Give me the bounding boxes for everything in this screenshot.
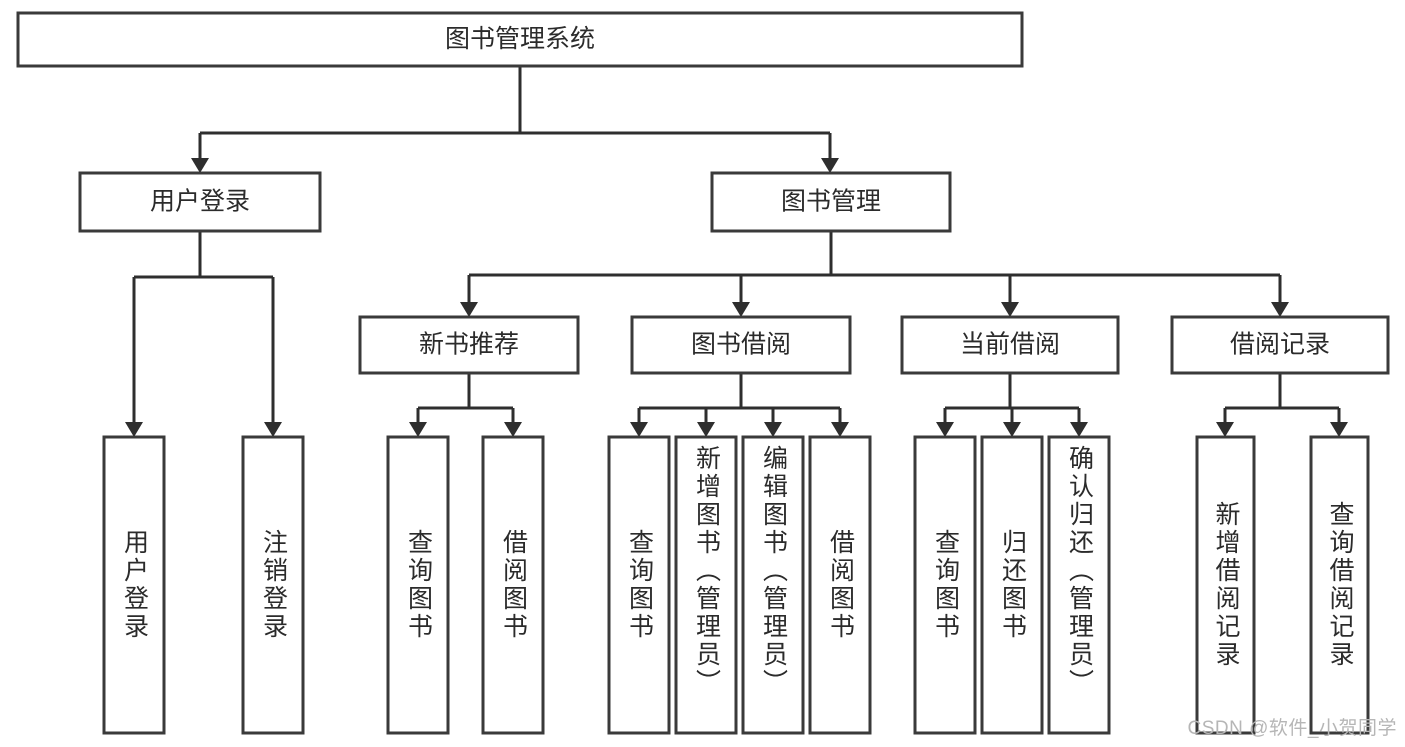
connectors-layer bbox=[125, 66, 1348, 437]
conn-borrow-record-bus-arrow-0 bbox=[1216, 422, 1234, 437]
node-label-book-manage: 图书管理 bbox=[781, 188, 881, 216]
conn-book-borrow-bus-arrow-3 bbox=[831, 422, 849, 437]
conn-user-login-bus-arrow-0 bbox=[125, 422, 143, 437]
node-box-book-borrow[interactable] bbox=[630, 315, 852, 375]
conn-book-manage-bus-arrow-3 bbox=[1271, 302, 1289, 317]
node-box-book-manage[interactable] bbox=[710, 171, 952, 233]
conn-root-bus-arrow-0 bbox=[191, 158, 209, 173]
conn-user-login-bus bbox=[132, 231, 275, 424]
node-box-leaf-query-record[interactable] bbox=[1309, 435, 1370, 735]
node-box-new-book-recommend[interactable] bbox=[358, 315, 580, 375]
conn-root-bus bbox=[198, 66, 832, 160]
conn-book-borrow-bus-arrow-2 bbox=[764, 422, 782, 437]
node-box-leaf-logout[interactable] bbox=[241, 435, 305, 735]
conn-book-borrow-bus bbox=[637, 373, 842, 424]
conn-borrow-record-bus bbox=[1223, 373, 1341, 424]
node-label-user-login: 用户登录 bbox=[150, 188, 250, 216]
conn-current-borrow-bus-arrow-2 bbox=[1070, 422, 1088, 437]
node-box-leaf-borrow-book-1[interactable] bbox=[481, 435, 545, 735]
node-label-new-book-recommend: 新书推荐 bbox=[419, 331, 519, 359]
node-box-current-borrow[interactable] bbox=[900, 315, 1120, 375]
node-box-leaf-borrow-book-2[interactable] bbox=[808, 435, 872, 735]
conn-book-manage-bus bbox=[467, 231, 1282, 304]
node-box-leaf-user-login[interactable] bbox=[102, 435, 166, 735]
conn-borrow-record-bus-arrow-1 bbox=[1330, 422, 1348, 437]
node-label-current-borrow: 当前借阅 bbox=[960, 331, 1060, 359]
conn-current-borrow-bus-arrow-0 bbox=[936, 422, 954, 437]
node-label-borrow-record: 借阅记录 bbox=[1230, 331, 1330, 359]
node-box-leaf-query-book-1[interactable] bbox=[386, 435, 450, 735]
conn-new-book-bus-arrow-1 bbox=[504, 422, 522, 437]
conn-book-borrow-bus-arrow-1 bbox=[697, 422, 715, 437]
node-box-leaf-add-book[interactable] bbox=[674, 435, 738, 735]
conn-user-login-bus-arrow-1 bbox=[264, 422, 282, 437]
node-label-book-borrow: 图书借阅 bbox=[691, 331, 791, 359]
conn-current-borrow-bus bbox=[943, 373, 1081, 424]
conn-book-manage-bus-arrow-2 bbox=[1001, 302, 1019, 317]
watermark: CSDN @软件_小贺同学 bbox=[1187, 718, 1397, 739]
node-label-root: 图书管理系统 bbox=[445, 25, 595, 53]
node-box-leaf-add-record[interactable] bbox=[1195, 435, 1256, 735]
conn-root-bus-arrow-1 bbox=[821, 158, 839, 173]
node-box-leaf-edit-book[interactable] bbox=[741, 435, 805, 735]
node-box-borrow-record[interactable] bbox=[1170, 315, 1390, 375]
conn-new-book-bus bbox=[416, 373, 515, 424]
node-box-leaf-return-book[interactable] bbox=[980, 435, 1044, 735]
node-box-leaf-query-book-3[interactable] bbox=[913, 435, 977, 735]
conn-book-manage-bus-arrow-1 bbox=[732, 302, 750, 317]
node-box-leaf-query-book-2[interactable] bbox=[607, 435, 671, 735]
conn-book-borrow-bus-arrow-0 bbox=[630, 422, 648, 437]
node-box-root[interactable] bbox=[16, 11, 1024, 68]
conn-new-book-bus-arrow-0 bbox=[409, 422, 427, 437]
conn-book-manage-bus-arrow-0 bbox=[460, 302, 478, 317]
node-box-user-login[interactable] bbox=[78, 171, 322, 233]
conn-current-borrow-bus-arrow-1 bbox=[1003, 422, 1021, 437]
node-box-leaf-confirm-return[interactable] bbox=[1047, 435, 1111, 735]
